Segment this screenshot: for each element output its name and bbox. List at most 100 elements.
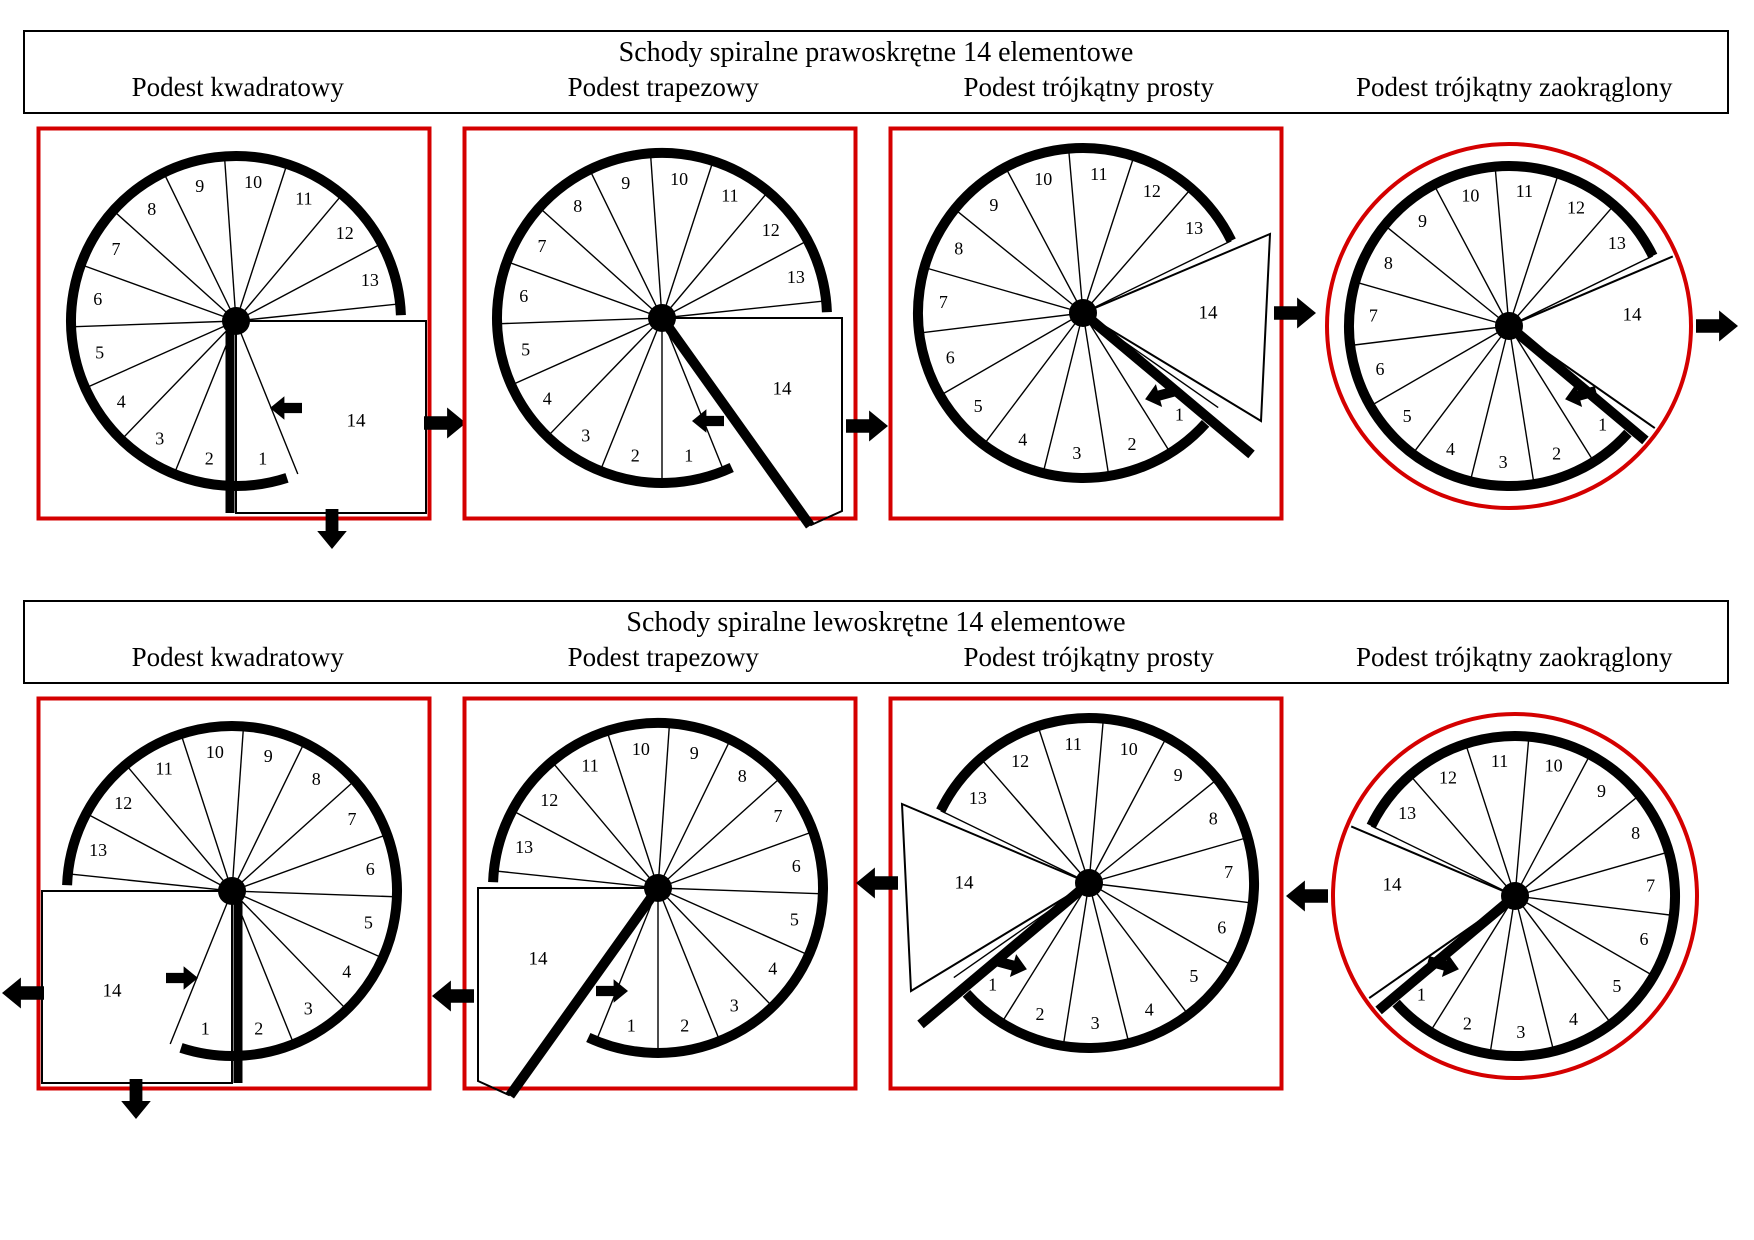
- step-label: 10: [1545, 756, 1563, 776]
- step-label: 12: [762, 220, 780, 240]
- step-edge: [1082, 240, 1232, 314]
- step-label: 13: [515, 837, 533, 857]
- step-label: 11: [295, 189, 312, 209]
- step-label: 8: [147, 199, 156, 219]
- step-label: 2: [631, 445, 640, 465]
- step-label: 10: [1461, 186, 1479, 206]
- step-edge: [599, 317, 663, 472]
- step-label: 1: [201, 1018, 210, 1038]
- step-edge: [606, 730, 659, 889]
- step-label: 1: [1598, 415, 1607, 435]
- direction-arrow: [317, 509, 347, 549]
- step-label: 9: [989, 195, 998, 215]
- step-edge: [919, 312, 1084, 334]
- step-edge: [235, 303, 401, 322]
- step-label: 5: [974, 396, 983, 416]
- section-title-lewoskretne: Schody spiralne lewoskrętne 14 elementow…: [626, 607, 1126, 638]
- step-label: 8: [1209, 808, 1218, 828]
- landing-label: 14: [955, 873, 975, 894]
- step-label: 9: [621, 173, 630, 193]
- red-frame: [462, 126, 858, 521]
- red-circle-frame: [1325, 142, 1693, 510]
- step-edge: [954, 208, 1084, 314]
- step-label: 5: [1189, 966, 1198, 986]
- direction-arrow: [1145, 384, 1178, 407]
- column-label-trojkatny-prosty: Podest trójkątny prosty: [963, 72, 1215, 102]
- step-edge: [657, 830, 814, 889]
- direction-arrow: [1565, 384, 1598, 407]
- step-edge: [1088, 882, 1130, 1044]
- step-label: 5: [521, 340, 530, 360]
- step-edge: [231, 890, 397, 898]
- step-label: 3: [155, 428, 164, 448]
- column-label-trojkatny-zaokraglony: Podest trójkątny zaokrąglony: [1356, 642, 1673, 672]
- entry-bar: [505, 885, 663, 1099]
- step-label: 7: [1646, 875, 1655, 895]
- step-label: 3: [730, 995, 739, 1015]
- step-edge: [589, 169, 663, 319]
- step-label: 3: [1072, 443, 1081, 463]
- step-edge: [1514, 794, 1640, 897]
- step-edge: [1082, 312, 1110, 477]
- step-edge: [231, 742, 305, 892]
- step-edge: [657, 739, 731, 889]
- step-label: 8: [573, 196, 582, 216]
- step-edge: [511, 809, 659, 889]
- step-edge: [1370, 825, 1516, 897]
- center-column: [644, 874, 672, 902]
- step-edge: [67, 873, 233, 892]
- center-column: [222, 307, 250, 335]
- step-label: 2: [1463, 1013, 1472, 1033]
- step-edge: [71, 320, 237, 328]
- step-edge: [1409, 774, 1516, 897]
- entry-bar: [1079, 309, 1255, 459]
- landing-edge: [1350, 825, 1516, 897]
- step-label: 11: [1516, 181, 1533, 201]
- step-label: 6: [519, 286, 528, 306]
- step-edge: [1464, 743, 1516, 897]
- step-label: 3: [304, 998, 313, 1018]
- step-edge: [1370, 325, 1510, 407]
- step-edge: [1082, 155, 1135, 314]
- step-label: 6: [792, 856, 801, 876]
- step-edge: [661, 191, 769, 319]
- step-edge: [1001, 882, 1090, 1024]
- step-label: 7: [939, 292, 948, 312]
- step-edge: [1350, 325, 1510, 347]
- step-label: 5: [790, 910, 799, 930]
- step-edge: [1508, 325, 1595, 463]
- step-edge: [1514, 851, 1669, 897]
- outer-ring: [62, 721, 402, 1061]
- step-edge: [1355, 281, 1510, 327]
- diagram-shapes: [2, 696, 432, 1119]
- step-edge: [924, 266, 1084, 314]
- step-label: 4: [1446, 439, 1455, 459]
- step-edge: [657, 723, 671, 889]
- landing-outline: [900, 802, 1092, 993]
- step-edge: [493, 870, 659, 889]
- step-edge: [983, 312, 1084, 446]
- step-label: 5: [1403, 406, 1412, 426]
- entry-bar: [917, 879, 1093, 1029]
- step-label: 6: [93, 289, 102, 309]
- step-edge: [1469, 325, 1510, 482]
- step-edge: [1508, 255, 1654, 327]
- step-edge: [1514, 754, 1591, 897]
- step-label: 2: [1128, 434, 1137, 454]
- outer-ring: [66, 151, 406, 491]
- step-label: 4: [342, 961, 351, 981]
- entry-bar: [1505, 322, 1649, 445]
- step-edge: [1067, 148, 1084, 314]
- step-label: 4: [1145, 999, 1154, 1019]
- step-edge: [231, 833, 388, 892]
- step-edge: [1088, 836, 1248, 884]
- landing-label: 14: [347, 411, 367, 432]
- landing-outline: [1080, 232, 1272, 423]
- step-label: 12: [336, 223, 354, 243]
- step-label: 6: [1376, 359, 1385, 379]
- direction-arrow: [994, 954, 1027, 977]
